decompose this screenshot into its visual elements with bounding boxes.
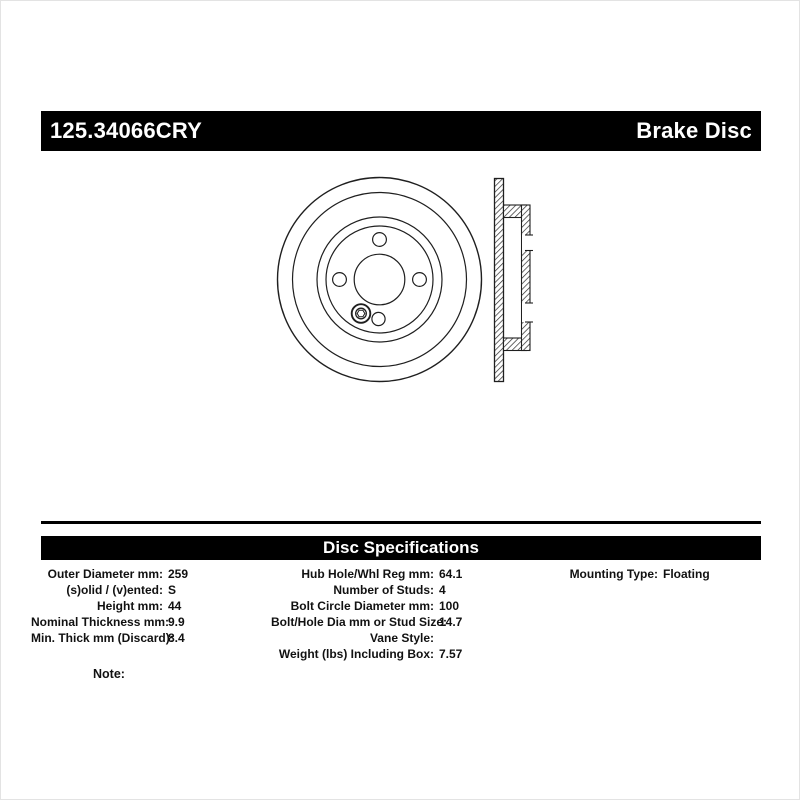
note-label: Note: — [93, 667, 125, 681]
spec-value: 9.9 — [168, 615, 185, 629]
spec-row-height: Height mm: 44 — [31, 598, 188, 614]
stud-hole-bottom — [371, 311, 386, 327]
spec-label: Height mm: — [97, 599, 163, 613]
product-type-title: Brake Disc — [636, 118, 752, 143]
spec-row-bolt-circle-diameter: Bolt Circle Diameter mm: 100 — [271, 598, 462, 614]
spec-row-outer-diameter: Outer Diameter mm: 259 — [31, 566, 188, 582]
spec-row-solid-vented: (s)olid / (v)ented: S — [31, 582, 188, 598]
spec-label: Hub Hole/Whl Reg mm: — [301, 567, 434, 581]
spec-value: 14.7 — [439, 615, 463, 629]
set-screw-hole — [350, 303, 372, 324]
stud-hole-top — [372, 232, 388, 248]
spec-column-right: Mounting Type: Floating — [561, 566, 710, 582]
spec-value: S — [168, 583, 177, 597]
spec-value: Floating — [663, 567, 710, 581]
spec-label: (s)olid / (v)ented: — [66, 583, 163, 597]
disc-ring-section — [493, 177, 505, 383]
stud-hole-right — [412, 272, 428, 288]
spec-value: 259 — [168, 567, 189, 581]
spec-label: Vane Style: — [369, 631, 434, 645]
spec-value: 44 — [168, 599, 182, 613]
spec-row-number-of-studs: Number of Studs: 4 — [271, 582, 462, 598]
spec-value: 7.57 — [439, 647, 463, 661]
side-cross-section — [493, 177, 533, 383]
spec-row-min-thickness: Min. Thick mm (Discard): 8.4 — [31, 630, 188, 646]
spec-label: Nominal Thickness mm: — [31, 615, 170, 629]
spec-value: 64.1 — [439, 567, 463, 581]
spec-row-vane-style: Vane Style: — [271, 630, 462, 646]
spec-row-bolt-hole-dia: Bolt/Hole Dia mm or Stud Size: 14.7 — [271, 614, 462, 630]
spec-value: 100 — [439, 599, 460, 613]
spec-label: Bolt/Hole Dia mm or Stud Size: — [271, 615, 448, 629]
spec-label: Min. Thick mm (Discard): — [31, 631, 174, 645]
spec-section-title: Disc Specifications — [323, 538, 479, 557]
spec-column-middle: Hub Hole/Whl Reg mm: 64.1 Number of Stud… — [271, 566, 462, 662]
spec-row-nominal-thickness: Nominal Thickness mm: 9.9 — [31, 614, 188, 630]
hat-outer-edge — [316, 216, 443, 343]
spec-label: Weight (lbs) Including Box: — [278, 647, 434, 661]
hat-wall-section — [520, 204, 531, 352]
disc-outer-edge — [276, 176, 483, 383]
front-view — [276, 176, 483, 383]
stud-hole-left — [332, 272, 348, 288]
spec-section-header: Disc Specifications — [41, 536, 761, 560]
hat-inner-rim — [325, 225, 434, 334]
part-number: 125.34066CRY — [50, 118, 203, 143]
spec-row-hub-hole: Hub Hole/Whl Reg mm: 64.1 — [271, 566, 462, 582]
header-bar: 125.34066CRY Brake Disc — [41, 111, 761, 151]
friction-surface-edge — [291, 191, 468, 368]
spec-value: 4 — [439, 583, 446, 597]
spec-row-weight: Weight (lbs) Including Box: 7.57 — [271, 646, 462, 662]
spec-label: Number of Studs: — [333, 583, 434, 597]
spec-row-mounting-type: Mounting Type: Floating — [561, 566, 710, 582]
spec-column-left: Outer Diameter mm: 259 (s)olid / (v)ente… — [31, 566, 188, 646]
hole-chamfer-ticks — [521, 234, 533, 323]
hub-center-hole — [353, 253, 406, 306]
section-divider-line — [41, 521, 761, 524]
spec-label: Outer Diameter mm: — [47, 567, 163, 581]
spec-value: 8.4 — [168, 631, 185, 645]
spec-label: Bolt Circle Diameter mm: — [290, 599, 434, 613]
spec-label: Mounting Type: — [569, 567, 658, 581]
